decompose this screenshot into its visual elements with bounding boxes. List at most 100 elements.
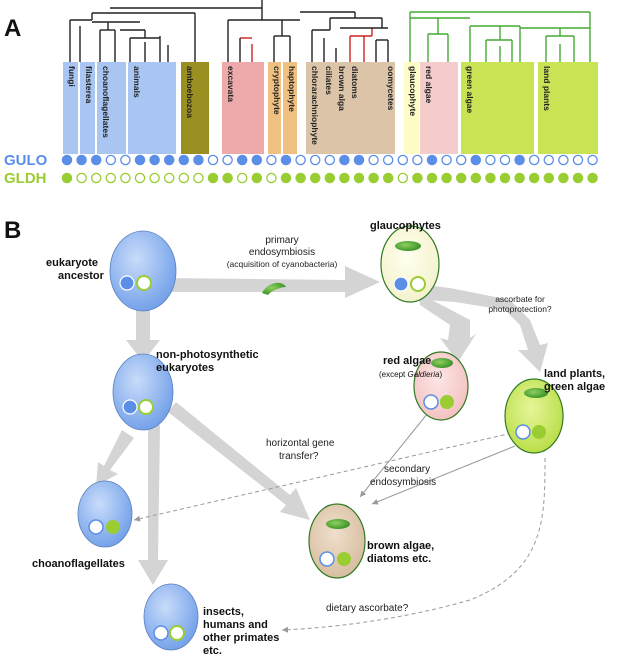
clade-label: land plants: [542, 66, 552, 111]
gene-dot: [572, 154, 584, 166]
gene-dot: [105, 172, 117, 184]
label-land-plants-1: land plants,: [544, 368, 605, 380]
clade-box-diatoms: [346, 62, 382, 154]
clade-label: haptophyte: [287, 66, 297, 112]
clade-box-choanoflagellates: [97, 62, 126, 154]
gene-dot: [134, 172, 146, 184]
panel-a-letter: A: [4, 15, 21, 42]
gene-dot: [280, 172, 292, 184]
gene-dot: [353, 154, 365, 166]
cell-humans: [143, 583, 199, 651]
clade-box-land-plants: [538, 62, 598, 154]
clade-box-red-algae: [420, 62, 458, 154]
label-ancestor-1: eukaryote: [46, 257, 98, 269]
gene-dot: [134, 154, 146, 166]
gene-dot: [368, 172, 379, 184]
gene-dot: [236, 154, 248, 166]
gene-presence-dots: [61, 154, 598, 184]
gene-dot: [514, 154, 525, 166]
gene-dot: [295, 172, 306, 184]
note-ascorbate-2: photoprotection?: [488, 304, 552, 314]
label-humans-1: insects,: [203, 606, 244, 618]
clade-box-amboebozoa: [181, 62, 209, 154]
note-hgt-1: horizontal gene: [266, 438, 335, 449]
gene-dot: [426, 172, 438, 184]
clade-box-brown-alga: [333, 62, 346, 154]
gene-dot: [426, 154, 438, 166]
clade-label: animals: [132, 66, 142, 98]
clade-box-filasterea: [80, 62, 95, 154]
clade-label: amboebozoa: [185, 66, 195, 118]
gene-dot: [470, 154, 482, 166]
gene-dot: [163, 172, 175, 184]
gulo-label: GULO: [4, 152, 48, 169]
gene-dot: [558, 154, 569, 166]
label-brown-algae-1: brown algae,: [367, 540, 434, 552]
label-land-plants-2: green algae: [544, 381, 605, 393]
evolution-arrows: [96, 266, 548, 585]
gene-dot: [470, 172, 482, 184]
note-hgt-2: transfer?: [279, 451, 319, 462]
note-primary-1: primary: [265, 235, 298, 246]
cell-red-algae: [413, 351, 469, 421]
gene-dot: [266, 154, 277, 166]
gene-dot: [441, 172, 452, 184]
gene-dot: [528, 154, 540, 166]
gene-dot: [149, 154, 160, 166]
gene-dot: [412, 172, 423, 184]
gene-dot: [251, 172, 263, 184]
label-nonphoto-1: non-photosynthetic: [156, 349, 259, 361]
cell-brown-algae: [308, 503, 366, 579]
gene-dot: [528, 172, 540, 184]
gene-dot: [324, 154, 336, 166]
clade-box-chlorarachniophyte: [306, 62, 321, 154]
clade-box-oomycetes: [382, 62, 395, 154]
gene-dot: [251, 154, 263, 166]
arrow-to-land-plants: [425, 285, 548, 372]
gene-dot: [222, 154, 233, 166]
clade-box-haptophyte: [283, 62, 297, 154]
gene-dot: [382, 154, 394, 166]
cyanobacterium-icon: [262, 282, 286, 295]
clade-label: brown alga: [337, 66, 347, 111]
panel-b-letter: B: [4, 217, 21, 244]
clade-label: cryptophyte: [272, 66, 282, 115]
clade-label: green algae: [465, 66, 475, 114]
label-glaucophytes: glaucophytes: [370, 220, 441, 232]
arrow-to-brown-algae: [168, 402, 310, 520]
clade-label: chlorarachniophyte: [310, 66, 320, 145]
gene-dot: [368, 154, 379, 166]
gene-dot: [514, 172, 525, 184]
clade-label: choanoflagellates: [101, 66, 111, 138]
clade-box-green-algae: [461, 62, 534, 154]
gene-dot: [309, 154, 321, 166]
gene-dot: [412, 154, 423, 166]
gene-dot: [543, 154, 555, 166]
gene-dot: [324, 172, 336, 184]
gene-dot: [76, 172, 87, 184]
gene-dot: [485, 172, 496, 184]
gene-dot: [397, 172, 409, 184]
gene-dot: [309, 172, 321, 184]
arrow-green-to-brown: [371, 445, 516, 505]
clade-label: diatoms: [350, 66, 360, 99]
gene-dot: [455, 154, 467, 166]
gene-dot: [120, 154, 131, 166]
note-secondary-2: endosymbiosis: [370, 477, 436, 488]
gene-dot: [222, 172, 233, 184]
gene-dot: [266, 172, 277, 184]
gldh-label: GLDH: [4, 170, 47, 187]
clade-label: red algae: [424, 66, 434, 104]
gene-dot: [178, 154, 190, 166]
label-ancestor-2: ancestor: [58, 270, 105, 282]
gene-dot: [339, 154, 350, 166]
arrow-red-to-brown: [359, 407, 433, 498]
clade-box-excavata: [222, 62, 264, 154]
gene-dot: [543, 172, 555, 184]
gene-dot: [105, 154, 117, 166]
gene-dot: [207, 172, 219, 184]
cell-glaucophytes: [380, 225, 440, 303]
clade-label: glaucophyte: [408, 66, 418, 116]
clade-box-ciliates: [320, 62, 333, 154]
cell-land-plants: [504, 378, 564, 454]
